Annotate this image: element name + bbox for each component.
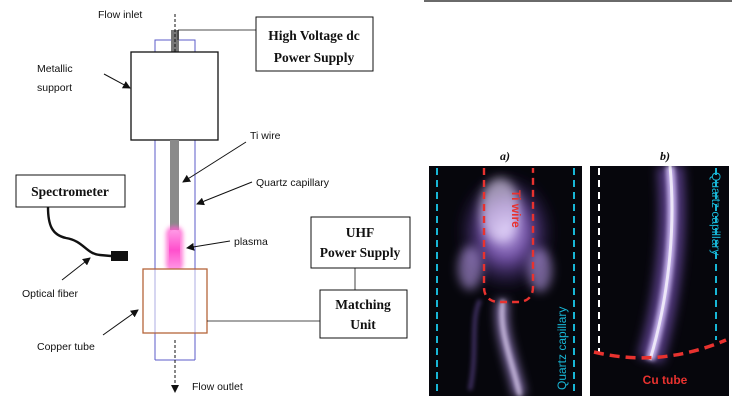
- optical-fiber-pointer: [61, 257, 91, 281]
- metallic-support-pointer: [103, 73, 131, 89]
- uhf-power-supply-label-line1: UHF: [346, 225, 375, 240]
- matching-unit-label-line2: Unit: [350, 317, 376, 332]
- photo-panel-a: a) Ti wire Quartz capillary: [429, 149, 582, 396]
- matching-unit-box: [319, 289, 408, 339]
- metallic-support-label-line1: Metallic: [37, 63, 73, 75]
- hv-power-supply-box: [255, 16, 374, 72]
- uhf-power-supply-box: [310, 216, 411, 269]
- panel-a-label: a): [500, 149, 510, 163]
- optical-fiber-probe: [111, 251, 128, 261]
- plasma: [169, 230, 180, 270]
- panel-a-quartz-capillary-label: Quartz capillary: [555, 307, 569, 390]
- flow-outlet-label: Flow outlet: [192, 381, 243, 393]
- uhf-power-supply-label-line2: Power Supply: [320, 245, 401, 260]
- plasma-pointer: [186, 240, 231, 251]
- ti-wire-pointer: [182, 141, 247, 183]
- ti-wire-label: Ti wire: [250, 130, 281, 142]
- panel-a-plasma-image: [456, 172, 556, 396]
- panel-b-label: b): [660, 149, 670, 163]
- quartz-capillary-label: Quartz capillary: [256, 177, 330, 189]
- metallic-support: [130, 51, 219, 141]
- copper-tube: [142, 268, 208, 334]
- panel-b-cu-tube-label: Cu tube: [643, 373, 688, 387]
- panel-b-cu-tube-outline: [593, 338, 727, 360]
- hv-power-supply-label-line1: High Voltage dc: [268, 28, 360, 43]
- panel-a-ti-wire-label: Ti wire: [509, 190, 523, 228]
- matching-unit-label-line1: Matching: [335, 297, 391, 312]
- metallic-support-label-line2: support: [37, 82, 72, 94]
- panel-b-quartz-capillary-label: Quartz capillary: [709, 172, 723, 255]
- panel-a-ti-wire-outline: [482, 168, 535, 304]
- panel-b-plasma-image: [637, 166, 685, 364]
- optical-fiber-cable: [46, 206, 112, 258]
- ti-wire: [170, 140, 179, 230]
- photo-panel-b: b) Quartz capillary Cu tube: [590, 149, 729, 396]
- hv-power-supply-label-line2: Power Supply: [274, 50, 355, 65]
- copper-tube-label: Copper tube: [37, 341, 95, 353]
- quartz-capillary-pointer: [196, 181, 253, 206]
- copper-tube-pointer: [102, 309, 139, 336]
- schematic: Flow inlet Metallic support High Voltage…: [15, 9, 411, 393]
- plasma-label: plasma: [234, 236, 268, 248]
- optical-fiber-label: Optical fiber: [22, 288, 79, 300]
- spectrometer-label: Spectrometer: [31, 184, 109, 199]
- flow-inlet-label: Flow inlet: [98, 9, 142, 21]
- spectrometer-box: [15, 174, 126, 208]
